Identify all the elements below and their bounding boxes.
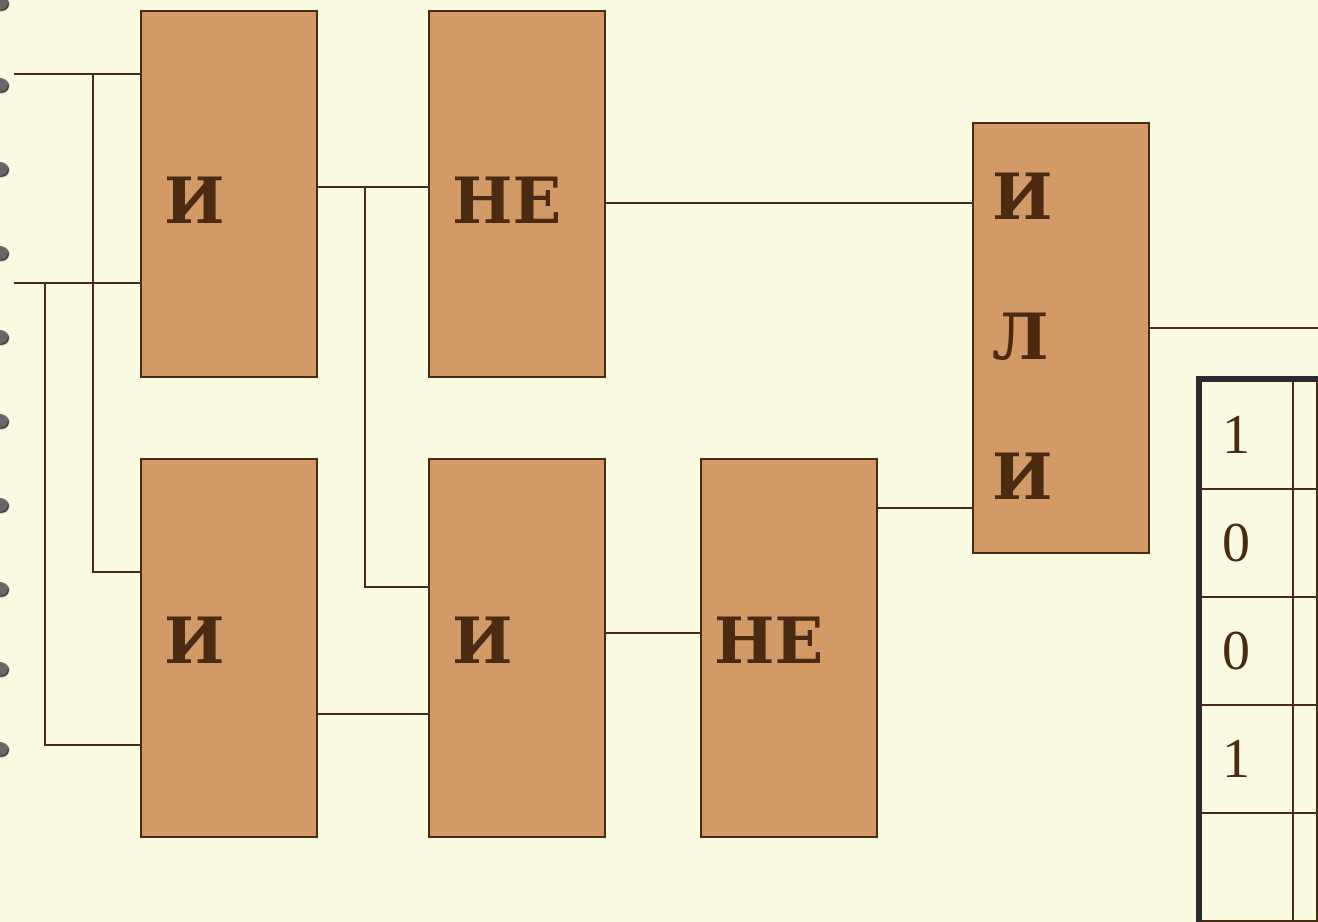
binding-ring bbox=[0, 162, 8, 176]
table-cell: 0 bbox=[1197, 596, 1295, 706]
wire-a-branch bbox=[92, 74, 141, 573]
table-cell bbox=[1292, 596, 1318, 706]
table-row bbox=[1197, 812, 1318, 922]
gate-label: НЕ bbox=[714, 604, 824, 679]
table-row: 0 bbox=[1197, 596, 1318, 706]
table-cell bbox=[1292, 488, 1318, 598]
wires bbox=[14, 73, 1318, 746]
binding-ring bbox=[0, 498, 8, 512]
gate-and-top: И bbox=[140, 10, 318, 378]
gate-and-bottom-mid: И bbox=[428, 458, 606, 838]
binding-ring bbox=[0, 742, 8, 756]
table-cell bbox=[1292, 378, 1318, 490]
gate-label: И bbox=[992, 160, 1053, 235]
binding-ring bbox=[0, 330, 8, 344]
table-row: 0 bbox=[1197, 488, 1318, 598]
table-cell bbox=[1292, 704, 1318, 814]
gate-label: Л bbox=[992, 300, 1049, 375]
gate-label: НЕ bbox=[452, 164, 562, 239]
wire-b-branch bbox=[44, 283, 141, 746]
table-cell bbox=[1197, 812, 1295, 922]
binding-ring bbox=[0, 78, 8, 92]
gate-label: И bbox=[992, 440, 1053, 515]
binding-ring bbox=[0, 662, 8, 676]
truth-table: 1 0 0 1 bbox=[1196, 376, 1318, 922]
gate-not-bottom: НЕ bbox=[700, 458, 878, 838]
table-cell: 1 bbox=[1197, 704, 1295, 814]
table-row: 1 bbox=[1197, 378, 1318, 490]
table-cell: 0 bbox=[1197, 488, 1295, 598]
table-cell bbox=[1292, 812, 1318, 922]
gate-or: И Л И bbox=[972, 122, 1150, 554]
gate-label: И bbox=[452, 604, 513, 679]
gate-label: И bbox=[164, 164, 225, 239]
table-row: 1 bbox=[1197, 704, 1318, 814]
table-cell: 1 bbox=[1197, 378, 1295, 490]
binding-ring bbox=[0, 582, 8, 596]
gate-and-bottom-left: И bbox=[140, 458, 318, 838]
gate-label: И bbox=[164, 604, 225, 679]
binding-ring bbox=[0, 414, 8, 428]
gate-not-top: НЕ bbox=[428, 10, 606, 378]
binding-ring bbox=[0, 246, 8, 260]
binding-ring bbox=[0, 0, 8, 10]
wire-and-top-branch bbox=[364, 187, 430, 588]
